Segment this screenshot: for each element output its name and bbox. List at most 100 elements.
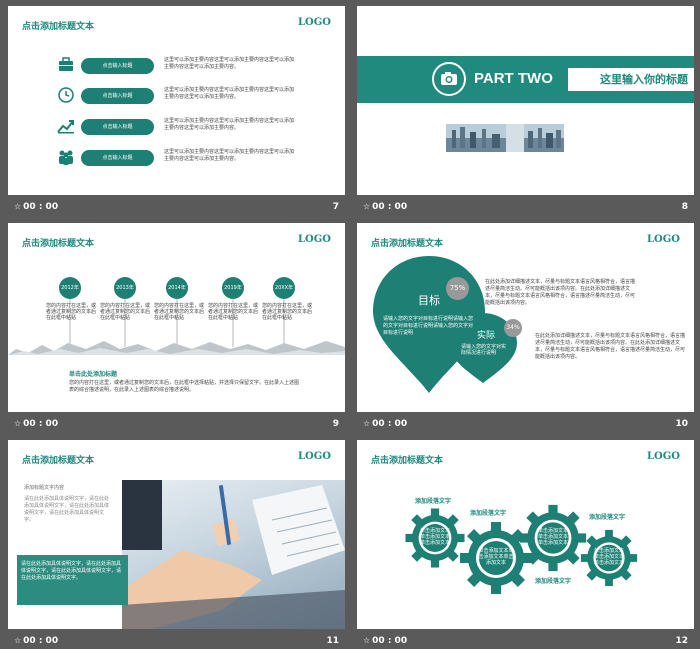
- box-text: 请在此处添加具体说明文字，请在此处添加具体说明文字，请在此处添加具体说明文字，请…: [21, 561, 122, 581]
- list-item: 点击输入标题 这里可以添加主要内容这里可以添加主要内容这里可以添加主要内容这里可…: [56, 86, 306, 104]
- slide-timing: ☆00 : 00: [14, 202, 58, 212]
- star-icon: ☆: [363, 636, 371, 645]
- section-band: PART TWO 这里输入你的标题: [357, 56, 694, 103]
- slide-title: 点击添加标题文本: [371, 456, 444, 466]
- slide-canvas: 点击添加标题文本 LOGO 2012年 2013年 2014年 2019年 20…: [8, 223, 345, 412]
- timing-label: 00 : 00: [372, 419, 408, 429]
- row-description: 这里可以添加主要内容这里可以添加主要内容这里可以添加主要内容这里可以添加主要内容…: [164, 57, 295, 70]
- star-icon: ☆: [14, 419, 22, 428]
- title-pill: 点击输入标题: [81, 58, 154, 74]
- slide-timing: ☆00 : 00: [363, 636, 407, 646]
- slide-canvas: PART TWO 这里输入你的标题: [357, 6, 694, 195]
- slide-number: 12: [675, 636, 688, 646]
- timeline-mountains: [8, 299, 345, 355]
- people-icon: [59, 150, 73, 165]
- slide-thumb-9[interactable]: 点击添加标题文本 LOGO 2012年 2013年 2014年 2019年 20…: [8, 223, 345, 435]
- sub-text: 您的内容打在这里，或者通过复制您的文本后，在此框中选择粘贴，并选择只保留文字。在…: [69, 380, 300, 393]
- slide-meta: ☆00 : 00 11: [8, 629, 345, 649]
- sub-title: 单击此处添加标题: [69, 371, 118, 378]
- gear-text: 单击添加文本单击添加文本单击添加文本: [594, 548, 625, 566]
- slide-thumb-12[interactable]: 点击添加标题文本 LOGO: [357, 440, 694, 649]
- slide-thumb-10[interactable]: 点击添加标题文本 LOGO 75% 34% 目标 请输入您的文字对目标进行说明请…: [357, 223, 694, 435]
- row-description: 这里可以添加主要内容这里可以添加主要内容这里可以添加主要内容这里可以添加主要内容…: [164, 149, 295, 162]
- gear-diagram: [405, 504, 638, 594]
- slide-timing: ☆00 : 00: [363, 202, 407, 212]
- slide-meta: ☆00 : 00 10: [357, 412, 694, 435]
- star-icon: ☆: [14, 202, 22, 211]
- slide-thumb-11[interactable]: 点击添加标题文本 LOGO 添加标题文字内容 请在此处添加具体说明文字，请在此处…: [8, 440, 345, 649]
- timeline-node: 2013年: [114, 277, 136, 299]
- row-description: 这里可以添加主要内容这里可以添加主要内容这里可以添加主要内容这里可以添加主要内容…: [164, 87, 295, 100]
- slide-number: 7: [332, 202, 339, 212]
- actual-percent: 34%: [504, 319, 522, 337]
- timeline-node: 20XX年: [273, 277, 295, 299]
- desc-text-1: 在此处添加详细描述文本，尽量与标题文本语言风格相符合，语言描述尽量简洁生动。尽可…: [485, 279, 636, 306]
- slide-canvas: 点击添加标题文本 LOGO 点击输入标题 这里可以添加主要内容这里可以添加主要内…: [8, 6, 345, 195]
- timeline-text: 您的内容打在这里，或者通过复制您的文本后在此框中粘贴: [208, 303, 259, 321]
- logo: LOGO: [647, 234, 680, 245]
- goal-percent: 75%: [446, 277, 469, 300]
- gear-label: 添加段落文字: [535, 578, 572, 585]
- star-icon: ☆: [363, 419, 371, 428]
- slide-timing: ☆00 : 00: [363, 419, 407, 429]
- timing-label: 00 : 00: [23, 419, 59, 429]
- slide-thumb-7[interactable]: 点击添加标题文本 LOGO 点击输入标题 这里可以添加主要内容这里可以添加主要内…: [8, 6, 345, 218]
- slide-canvas: 点击添加标题文本 LOGO 添加标题文字内容 请在此处添加具体说明文字，请在此处…: [8, 440, 345, 629]
- slide-timing: ☆00 : 00: [14, 419, 58, 429]
- title-pill: 点击输入标题: [81, 119, 154, 135]
- timeline-node: 2014年: [166, 277, 188, 299]
- row-description: 这里可以添加主要内容这里可以添加主要内容这里可以添加主要内容这里可以添加主要内容…: [164, 118, 295, 131]
- timeline-text: 您的内容打在这里，或者通过复制您的文本后在此框中粘贴: [46, 303, 97, 321]
- slide-meta: ☆00 : 00 7: [8, 195, 345, 218]
- title-pill: 点击输入标题: [81, 88, 154, 104]
- timing-label: 00 : 00: [23, 636, 59, 646]
- timeline-text: 您的内容打在这里，或者通过复制您的文本后在此框中粘贴: [100, 303, 151, 321]
- slide-canvas: 点击添加标题文本 LOGO 75% 34% 目标 请输入您的文字对目标进行说明请…: [357, 223, 694, 412]
- camera-icon: [432, 62, 466, 96]
- timeline-node: 2012年: [59, 277, 81, 299]
- actual-text: 请输入您的文字对实际情况进行说明: [461, 344, 507, 356]
- logo: LOGO: [298, 451, 331, 462]
- slide-number: 11: [326, 636, 339, 646]
- list-item: 点击输入标题 这里可以添加主要内容这里可以添加主要内容这里可以添加主要内容这里可…: [56, 148, 306, 166]
- logo: LOGO: [298, 234, 331, 245]
- slide-timing: ☆00 : 00: [14, 636, 58, 646]
- slide-title: 点击添加标题文本: [22, 239, 95, 249]
- teal-text-box: 请在此处添加具体说明文字，请在此处添加具体说明文字，请在此处添加具体说明文字，请…: [17, 555, 128, 605]
- chart-icon: [57, 120, 74, 134]
- slide-title: 点击添加标题文本: [22, 22, 95, 32]
- timing-label: 00 : 00: [372, 636, 408, 646]
- slide-title: 点击添加标题文本: [22, 456, 95, 466]
- slide-canvas: 点击添加标题文本 LOGO: [357, 440, 694, 629]
- gear-label: 添加段落文字: [470, 510, 507, 517]
- timing-label: 00 : 00: [23, 202, 59, 212]
- slide-number: 8: [681, 202, 688, 212]
- gear-text: 单击添加文本单击添加文本单击添加文本: [478, 548, 514, 566]
- city-photo-strip: [446, 124, 564, 152]
- gear-label: 添加段落文字: [415, 498, 452, 505]
- timing-label: 00 : 00: [372, 202, 408, 212]
- slide-thumb-8[interactable]: PART TWO 这里输入你的标题 ☆00 : 00 8: [357, 6, 694, 218]
- timeline-text: 您的内容打在这里，或者通过复制您的文本后在此框中粘贴: [154, 303, 205, 321]
- briefcase-icon: [59, 57, 73, 71]
- star-icon: ☆: [363, 202, 371, 211]
- logo: LOGO: [647, 451, 680, 462]
- timeline-node: 2019年: [222, 277, 244, 299]
- gear-text: 单击添加文本单击添加文本单击添加文本: [419, 528, 450, 546]
- clock-icon: [58, 87, 74, 103]
- list-item: 点击输入标题 这里可以添加主要内容这里可以添加主要内容这里可以添加主要内容这里可…: [56, 117, 306, 135]
- title-pill: 点击输入标题: [81, 150, 154, 166]
- slide-number: 10: [675, 419, 688, 429]
- slide-meta: ☆00 : 00 9: [8, 412, 345, 435]
- small-text: 请在此处添加具体说明文字，请在此处添加具体说明文字，请在此处添加具体说明文字，请…: [24, 496, 110, 523]
- desc-text-2: 在此处添加详细描述文本，尽量与标题文本语言风格相符合，语言描述尽量简洁生动，尽可…: [535, 333, 686, 360]
- section-heading: 这里输入你的标题: [568, 68, 694, 91]
- gear-label: 添加段落文字: [589, 514, 626, 521]
- gear-text: 单击添加文本单击添加文本单击添加文本: [537, 528, 568, 546]
- goal-label: 目标: [418, 294, 440, 307]
- slide-meta: ☆00 : 00 12: [357, 629, 694, 649]
- actual-label: 实际: [477, 331, 496, 341]
- part-label: PART TWO: [474, 70, 553, 87]
- slide-title: 点击添加标题文本: [371, 239, 444, 249]
- slide-number: 9: [332, 419, 339, 429]
